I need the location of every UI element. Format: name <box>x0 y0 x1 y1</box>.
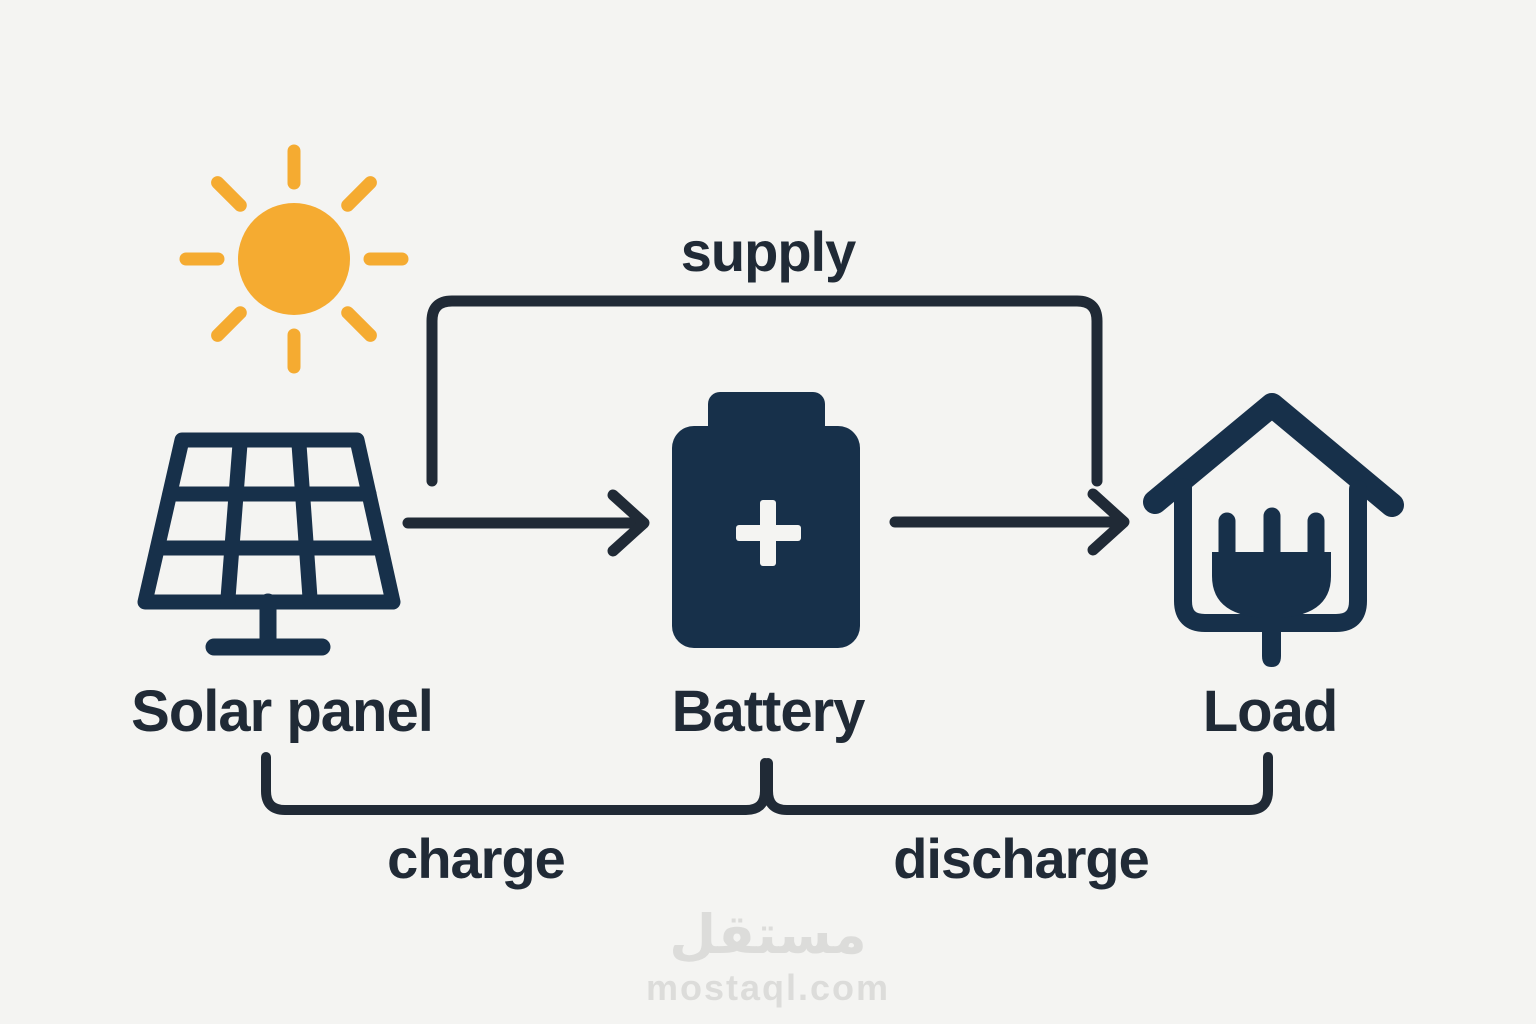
house-plug-icon <box>1143 393 1404 667</box>
arrow-solar-to-battery <box>402 489 650 557</box>
arrow-battery-to-load <box>889 488 1130 556</box>
plug-icon <box>1212 507 1331 667</box>
supply-line <box>426 295 1103 487</box>
watermark-domain-text: mostaql.com <box>645 967 891 1008</box>
load-label: Load <box>1202 679 1339 744</box>
battery-label: Battery <box>671 679 866 744</box>
battery-plus-icon <box>736 500 801 566</box>
sun-icon <box>179 144 409 374</box>
battery-icon <box>672 392 860 648</box>
charge-flow-label: charge <box>387 827 566 890</box>
watermark-arabic-logo: مستقل <box>669 903 867 966</box>
supply-flow-label: supply <box>680 220 856 283</box>
charge-bracket <box>261 752 770 815</box>
solar-panel-icon <box>137 432 401 656</box>
discharge-bracket <box>763 752 1273 815</box>
discharge-flow-label: discharge <box>893 827 1150 890</box>
solar-panel-label: Solar panel <box>131 679 434 744</box>
